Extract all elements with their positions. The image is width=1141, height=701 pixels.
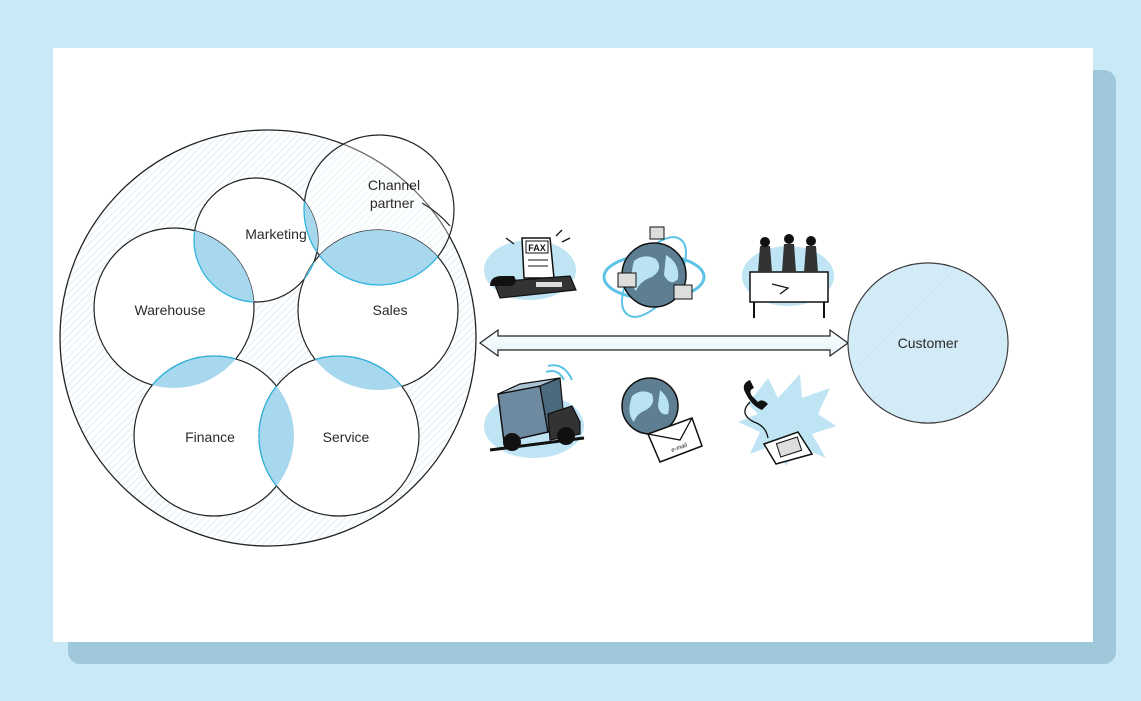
delivery-truck-icon <box>484 364 585 458</box>
sales-label: Sales <box>372 302 407 318</box>
overlap-regions <box>133 178 455 516</box>
channel-partner-label-line1: Channel <box>368 177 420 193</box>
networked-globe-icon <box>602 226 706 318</box>
service-label: Service <box>323 429 370 445</box>
customer-group: Customer <box>847 262 1009 424</box>
fax-icon: FAX <box>484 229 577 300</box>
telephone-icon <box>738 374 836 466</box>
customer-label: Customer <box>898 335 959 351</box>
marketing-label: Marketing <box>245 226 306 242</box>
email-word: e-mail <box>671 442 689 453</box>
fax-word: FAX <box>528 243 546 253</box>
warehouse-label: Warehouse <box>134 302 205 318</box>
channel-partner-leader <box>421 202 451 227</box>
finance-label: Finance <box>185 429 235 445</box>
meeting-icon <box>742 234 834 318</box>
organization-group: Marketing Channel partner Warehouse Sale… <box>59 129 477 547</box>
email-globe-icon: e-mail <box>621 377 703 463</box>
channel-partner-label-line2: partner <box>370 195 415 211</box>
